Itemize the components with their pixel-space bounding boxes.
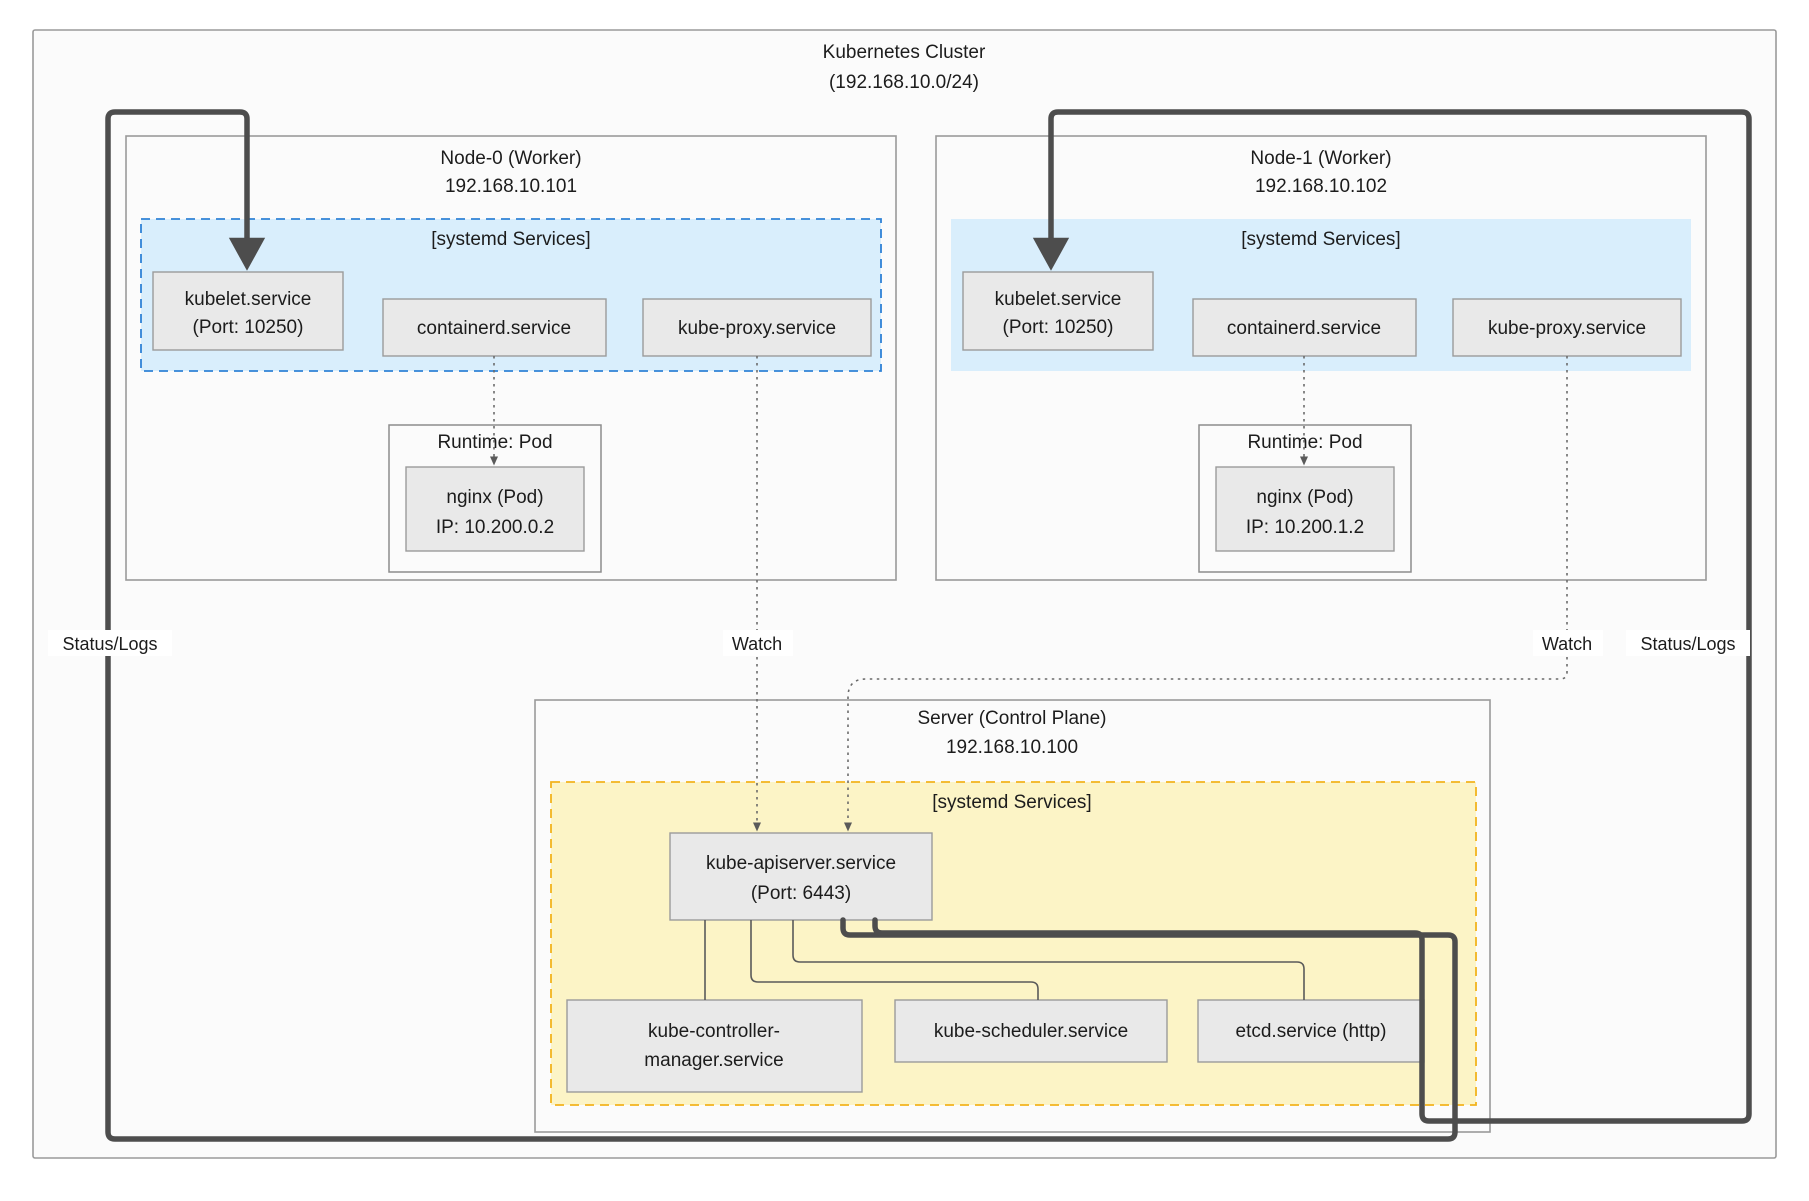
node-1-service-kubeproxy-name: kube-proxy.service [1488, 318, 1646, 339]
control-plane-title: Server (Control Plane) [917, 708, 1106, 729]
node-1-ip: 192.168.10.102 [1255, 176, 1387, 197]
node-0-service-containerd-name: containerd.service [417, 318, 571, 339]
node-0-systemd-label: [systemd Services] [431, 229, 590, 250]
node-1-pod-nginx-ip: IP: 10.200.1.2 [1246, 517, 1364, 538]
link-apiserver-to-scheduler [750, 920, 1039, 1000]
node-1-service-kubelet[interactable] [962, 271, 1154, 351]
node-1-pod-nginx[interactable] [1215, 466, 1395, 552]
status-logs-right-label-bg [1626, 630, 1750, 656]
node-1-title: Node-1 (Worker) [1250, 148, 1391, 169]
service-kube-scheduler-name: kube-scheduler.service [934, 1021, 1128, 1042]
watch-left-label: Watch [732, 634, 782, 654]
service-etcd-name: etcd.service (http) [1236, 1021, 1387, 1042]
node-1-service-containerd[interactable] [1192, 298, 1417, 357]
cluster-subtitle: (192.168.10.0/24) [829, 72, 979, 93]
service-kube-apiserver-name: kube-apiserver.service [706, 853, 896, 874]
service-kube-controller-manager[interactable] [566, 999, 863, 1093]
status-logs-right-label: Status/Logs [1640, 634, 1735, 654]
link-apiserver-to-node1-kubelet [872, 109, 1752, 1124]
node-1-pod-nginx-name: nginx (Pod) [1256, 487, 1353, 508]
node-0-service-kubelet-detail: (Port: 10250) [193, 317, 304, 338]
node-1-systemd-label: [systemd Services] [1241, 229, 1400, 250]
link-node1-kubeproxy-watch [844, 356, 1568, 832]
node-0-service-containerd[interactable] [382, 298, 607, 357]
watch-left-label-bg [723, 630, 793, 656]
service-kube-scheduler[interactable] [894, 999, 1168, 1063]
node-0-service-kubeproxy[interactable] [642, 298, 872, 357]
node-1-service-kubelet-name: kubelet.service [995, 289, 1122, 310]
status-logs-left-label-bg [48, 630, 172, 656]
node-0-pod-nginx-ip: IP: 10.200.0.2 [436, 517, 554, 538]
status-logs-left-label: Status/Logs [62, 634, 157, 654]
node-1-service-kubeproxy[interactable] [1452, 298, 1682, 357]
node-0-service-kubelet[interactable] [152, 271, 344, 351]
node-1-service-kubelet-detail: (Port: 10250) [1003, 317, 1114, 338]
watch-right-label-bg [1533, 630, 1603, 656]
node-0-runtime-title: Runtime: Pod [437, 432, 552, 453]
service-kube-apiserver[interactable] [669, 832, 933, 921]
node-0-service-kubelet-name: kubelet.service [185, 289, 312, 310]
service-kube-controller-manager-name-line1: kube-controller- [648, 1021, 780, 1042]
node-0-ip: 192.168.10.101 [445, 176, 577, 197]
node-0-title: Node-0 (Worker) [440, 148, 581, 169]
node-0-pod-nginx-name: nginx (Pod) [446, 487, 543, 508]
control-plane-systemd-label: [systemd Services] [932, 792, 1091, 813]
service-kube-apiserver-detail: (Port: 6443) [751, 883, 851, 904]
node-1-service-containerd-name: containerd.service [1227, 318, 1381, 339]
service-kube-controller-manager-name-line2: manager.service [644, 1050, 783, 1071]
node-1-runtime-title: Runtime: Pod [1247, 432, 1362, 453]
node-0-pod-nginx[interactable] [405, 466, 585, 552]
watch-right-label: Watch [1542, 634, 1592, 654]
cluster-title: Kubernetes Cluster [823, 42, 986, 63]
control-plane-ip: 192.168.10.100 [946, 737, 1078, 758]
node-0-service-kubeproxy-name: kube-proxy.service [678, 318, 836, 339]
link-apiserver-to-etcd [792, 920, 1305, 1000]
